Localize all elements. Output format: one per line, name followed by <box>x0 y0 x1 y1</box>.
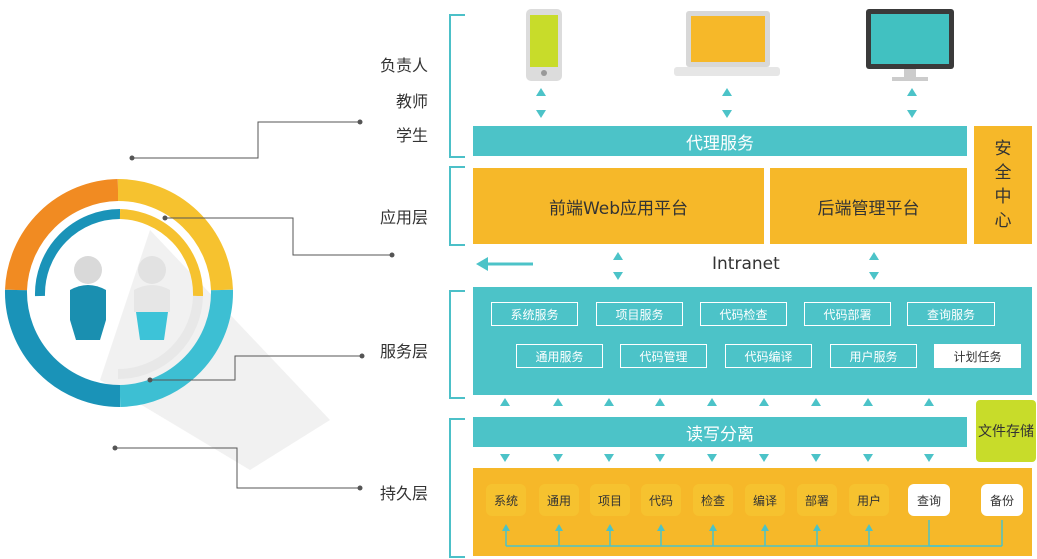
person-dark-icon <box>70 256 106 340</box>
service-system: 系统服务 <box>491 302 578 326</box>
frontend-web-platform: 前端Web应用平台 <box>473 168 764 244</box>
service-scheduled-task: 计划任务 <box>934 344 1021 368</box>
security-center-char: 中 <box>994 187 1012 207</box>
users-label-line1: 负责人 <box>380 56 429 75</box>
security-center: 安 全 中 心 <box>974 126 1032 244</box>
read-write-split-bar: 读写分离 <box>473 417 967 447</box>
service-bracket <box>449 290 465 399</box>
service-code-compile: 代码编译 <box>725 344 812 368</box>
security-center-char: 心 <box>994 211 1012 231</box>
service-code-management: 代码管理 <box>620 344 707 368</box>
persist-check: 检查 <box>693 484 733 516</box>
backend-management-platform: 后端管理平台 <box>770 168 967 244</box>
persistence-connectors <box>502 520 1003 547</box>
devices-row <box>526 9 954 81</box>
service-common: 通用服务 <box>516 344 603 368</box>
laptop-icon <box>674 11 780 76</box>
persistence-layer-label: 持久层 <box>380 484 429 503</box>
persist-backup: 备份 <box>981 484 1023 516</box>
ring-chart <box>4 179 234 407</box>
users-bracket <box>449 14 465 158</box>
person-light-icon <box>134 256 170 340</box>
monitor-icon <box>866 9 954 81</box>
persist-deploy: 部署 <box>797 484 837 516</box>
service-project: 项目服务 <box>596 302 683 326</box>
persist-system: 系统 <box>486 484 526 516</box>
service-layer-panel <box>473 287 1032 395</box>
service-user: 用户服务 <box>830 344 917 368</box>
application-layer-label: 应用层 <box>380 208 429 227</box>
file-storage: 文件存储 <box>976 400 1036 462</box>
service-code-check: 代码检查 <box>700 302 787 326</box>
phone-icon <box>526 9 562 81</box>
security-center-char: 全 <box>994 163 1012 183</box>
service-query: 查询服务 <box>907 302 995 326</box>
persist-code: 代码 <box>641 484 681 516</box>
intranet-label: Intranet <box>712 254 780 274</box>
service-layer-label: 服务层 <box>380 342 429 361</box>
security-center-char: 安 <box>994 139 1012 159</box>
persistence-bracket <box>449 418 465 558</box>
service-code-deploy: 代码部署 <box>804 302 891 326</box>
persist-user: 用户 <box>849 484 889 516</box>
users-label-line2: 教师 <box>396 92 429 111</box>
people-illustration <box>4 119 395 491</box>
persist-common: 通用 <box>539 484 579 516</box>
proxy-service-bar: 代理服务 <box>473 126 967 156</box>
persist-project: 项目 <box>590 484 630 516</box>
application-bracket <box>449 166 465 246</box>
users-label-line3: 学生 <box>396 126 429 145</box>
persist-query: 查询 <box>908 484 950 516</box>
persist-compile: 编译 <box>745 484 785 516</box>
